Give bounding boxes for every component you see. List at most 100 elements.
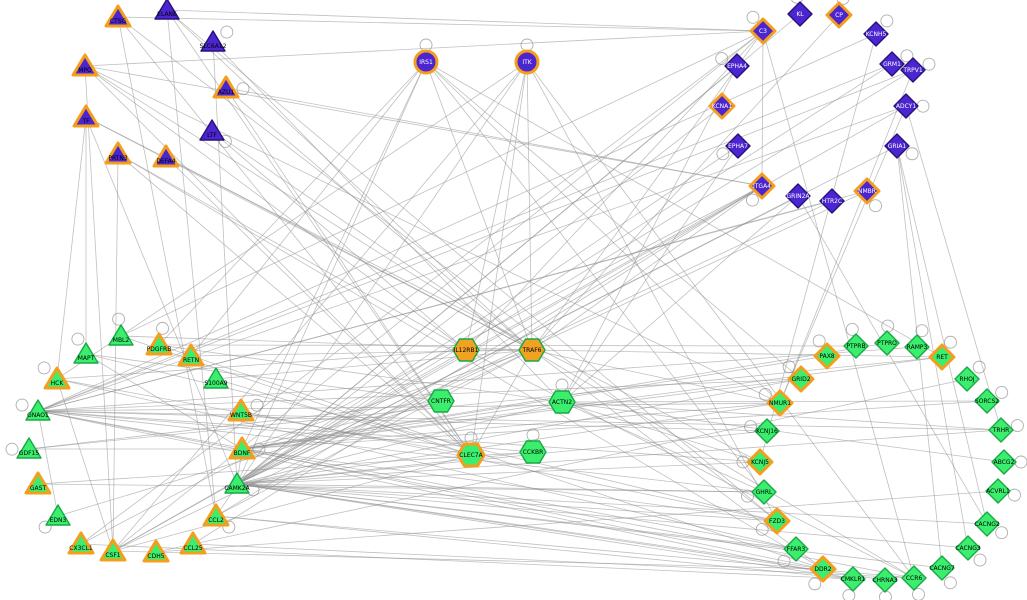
node-ccl25[interactable] [179, 531, 207, 555]
node-ramp3[interactable] [904, 334, 930, 360]
node-edn3[interactable] [45, 504, 71, 526]
node-cacng3[interactable] [955, 535, 981, 561]
node-kl[interactable] [787, 1, 813, 27]
node-grm1[interactable] [879, 51, 905, 77]
node-ccr6[interactable] [901, 565, 927, 591]
node-nmur1[interactable] [766, 389, 794, 417]
node-csf1[interactable] [99, 538, 127, 562]
node-nmbr[interactable] [853, 177, 881, 205]
node-pax8[interactable] [813, 342, 841, 370]
node-mbl2[interactable] [108, 324, 134, 346]
node-cacng7[interactable] [929, 555, 955, 581]
node-il12rb1[interactable] [452, 338, 480, 362]
edge-traf6-retn [190, 349, 533, 357]
node-trpv1[interactable] [900, 57, 926, 83]
node-ptprb[interactable] [843, 333, 869, 359]
node-acvrl1[interactable] [985, 478, 1011, 504]
edge-traf6-ret [531, 349, 943, 358]
node-prtn3[interactable] [104, 141, 132, 165]
node-gnao1[interactable] [25, 399, 51, 421]
node-traf6[interactable] [518, 338, 546, 362]
edge-c3-csf1 [112, 30, 764, 552]
node-ddr2[interactable] [809, 555, 837, 583]
edge-traf6-ccr6 [531, 349, 915, 579]
node-hck[interactable] [43, 366, 71, 390]
node-kcnj16[interactable] [754, 418, 780, 444]
node-fzd3[interactable] [763, 507, 791, 535]
node-c3[interactable] [749, 17, 777, 45]
node-kcnh5[interactable] [863, 21, 889, 47]
node-ret[interactable] [928, 343, 956, 371]
node-ctsg[interactable] [104, 4, 132, 28]
self-loop-edge [995, 526, 1009, 540]
edge-kcna1-camk2a [236, 105, 723, 485]
node-irs1[interactable] [413, 49, 439, 75]
node-rhoj[interactable] [954, 366, 980, 392]
node-epha4[interactable] [724, 53, 750, 79]
node-epha7[interactable] [725, 133, 751, 159]
node-cacng2[interactable] [974, 511, 1000, 537]
edge-itga4-csf1 [112, 185, 763, 552]
node-defa4[interactable] [152, 144, 180, 168]
node-cp[interactable] [825, 1, 853, 29]
node-elane[interactable] [154, 0, 180, 20]
node-cx3cl1[interactable] [67, 531, 95, 555]
node-adcy1[interactable] [893, 93, 919, 119]
self-loop-edge [252, 442, 266, 456]
self-loop-edge [972, 360, 986, 374]
node-trhr[interactable] [988, 417, 1014, 443]
node-cdh5[interactable] [142, 539, 170, 563]
self-loop-edge [250, 398, 264, 412]
edge-ltf-traf6 [211, 130, 533, 351]
node-tf[interactable] [72, 104, 100, 128]
node-grin2a[interactable] [785, 183, 811, 209]
node-retn[interactable] [177, 343, 205, 367]
node-pdgfrb[interactable] [145, 332, 173, 356]
node-mapt[interactable] [73, 342, 99, 364]
node-abcg2[interactable] [991, 449, 1017, 475]
node-ccl2[interactable] [202, 503, 230, 527]
edge-pdgfrb-ddr2 [158, 344, 824, 570]
node-gdf15[interactable] [16, 437, 42, 459]
edge-kl-camk2a [236, 13, 801, 485]
edge-actn2-bdnf [241, 401, 563, 450]
edge-ctsg-clec7a [117, 16, 472, 456]
edge-gnao1-kcnj16 [37, 410, 768, 432]
node-s100a9[interactable] [203, 367, 229, 389]
edge-ctsg-c3 [117, 16, 764, 32]
node-ltf[interactable] [199, 119, 225, 141]
node-ghrl[interactable] [751, 479, 777, 505]
edge-cp-traf6 [531, 14, 840, 351]
node-sorcs2[interactable] [974, 388, 1000, 414]
edge-itk-fzd3 [526, 61, 778, 522]
node-itk[interactable] [514, 49, 540, 75]
node-actn2[interactable] [548, 390, 576, 414]
node-slc6a12[interactable] [200, 30, 226, 52]
node-wnt5b[interactable] [227, 398, 255, 422]
node-kcnj5[interactable] [746, 448, 774, 476]
node-grid2[interactable] [787, 365, 815, 393]
node-camk2a[interactable] [224, 472, 250, 494]
node-cntfr[interactable] [427, 389, 455, 413]
node-gast[interactable] [24, 471, 52, 495]
node-cckbr[interactable] [519, 440, 547, 464]
node-htr2c[interactable] [819, 188, 845, 214]
node-cmklr1[interactable] [840, 566, 866, 592]
node-itga4[interactable] [748, 172, 776, 200]
self-loop-edge [808, 577, 822, 591]
edge-itga4-traf6 [531, 185, 763, 351]
node-kcna1[interactable] [708, 92, 736, 120]
node-bdnf[interactable] [228, 436, 256, 460]
edge-gast-ghrl [37, 483, 765, 493]
edge-mpo-clec7a [84, 65, 472, 456]
self-loop-edge [1014, 455, 1027, 469]
node-clec7a[interactable] [456, 442, 486, 468]
node-ptpro[interactable] [874, 330, 900, 356]
node-gria1[interactable] [884, 133, 910, 159]
node-chrna3[interactable] [872, 567, 898, 593]
self-loop-edge [900, 49, 914, 63]
node-mpo[interactable] [71, 53, 99, 77]
node-ffar3[interactable] [783, 536, 809, 562]
node-azu1[interactable] [212, 75, 240, 99]
